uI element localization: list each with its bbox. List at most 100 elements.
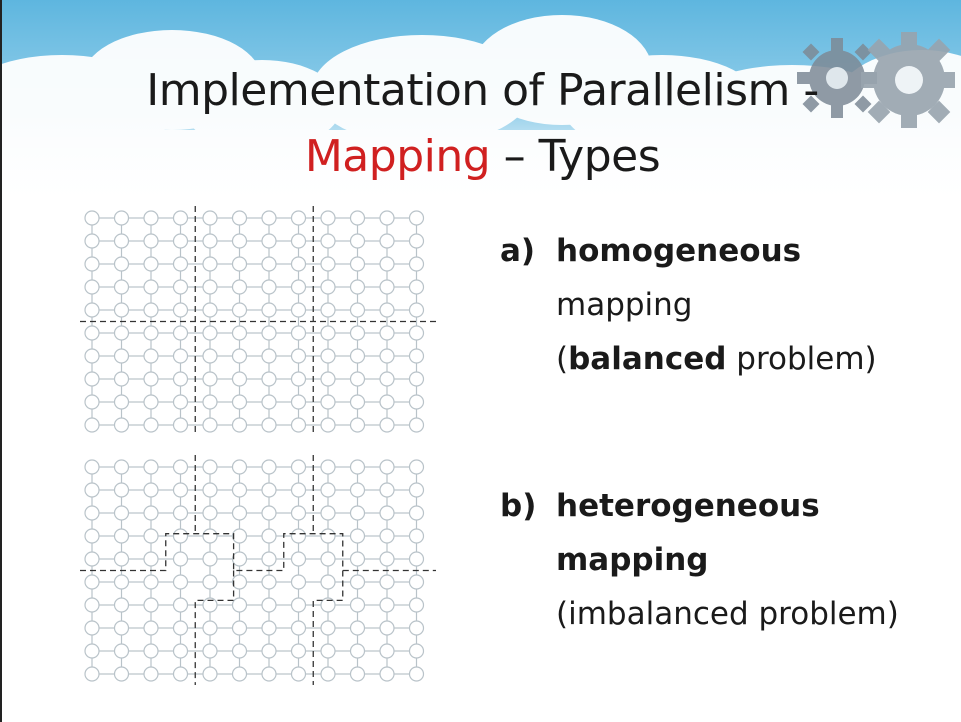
grid-node: [84, 643, 100, 659]
grid-node: [113, 371, 130, 387]
grid-node: [290, 394, 307, 410]
item-a-marker: a): [500, 233, 536, 269]
grid-node: [349, 666, 366, 682]
grid-node: [408, 302, 425, 318]
grid-node: [113, 643, 130, 659]
grid-node: [408, 256, 425, 272]
grid-node: [172, 325, 189, 341]
item-a-paren-open: (: [556, 341, 569, 377]
grid-node: [143, 394, 159, 410]
grid-node: [84, 482, 100, 498]
grid-node: [261, 256, 277, 272]
grid-node: [143, 417, 159, 433]
grid-node: [261, 279, 277, 295]
grid-node: [84, 394, 100, 410]
partition-line: [80, 533, 436, 572]
grid-node: [113, 666, 130, 682]
grid-node: [349, 643, 366, 659]
grid-node: [261, 302, 277, 318]
grid-node: [113, 325, 130, 341]
grid-node: [320, 210, 336, 226]
grid-node: [113, 348, 130, 364]
grid-node: [261, 482, 277, 498]
grid-node: [172, 279, 189, 295]
grid-node: [231, 459, 248, 475]
grid-node: [379, 417, 395, 433]
item-a-line3: (balanced problem): [500, 332, 877, 386]
item-a-bold: balanced: [568, 341, 727, 377]
grid-node: [84, 666, 100, 682]
grid-node: [231, 643, 248, 659]
grid-node: [231, 210, 248, 226]
title-line-1: Implementation of Parallelism -: [146, 65, 819, 116]
grid-node: [84, 574, 100, 590]
grid-node: [408, 348, 425, 364]
grid-node: [379, 348, 395, 364]
grid-node: [261, 528, 277, 544]
grid-node: [379, 574, 395, 590]
grid-node: [290, 348, 307, 364]
grid-node: [349, 597, 366, 613]
grid-node: [290, 643, 307, 659]
grid-node: [261, 371, 277, 387]
grid-node: [379, 620, 395, 636]
grid-node: [290, 417, 307, 433]
grid-node: [172, 233, 189, 249]
grid-node: [290, 233, 307, 249]
grid-node: [84, 505, 100, 521]
grid-node: [379, 597, 395, 613]
grid-node: [172, 620, 189, 636]
grid-node: [202, 597, 218, 613]
grid-node: [349, 528, 366, 544]
grid-node: [379, 210, 395, 226]
grid-node: [408, 666, 425, 682]
grid-node: [290, 620, 307, 636]
grid-node: [379, 528, 395, 544]
item-a: a)homogeneous mapping (balanced problem): [500, 224, 877, 386]
grid-node: [349, 256, 366, 272]
grid-node: [143, 348, 159, 364]
grid-node: [290, 666, 307, 682]
item-b-line2: mapping: [500, 533, 899, 587]
grid-node: [261, 643, 277, 659]
grid-node: [320, 371, 336, 387]
grid-node: [408, 528, 425, 544]
grid-node: [231, 371, 248, 387]
grid-node: [320, 551, 336, 567]
grid-node: [261, 597, 277, 613]
grid-node: [172, 302, 189, 318]
grid-node: [143, 302, 159, 318]
grid-node: [379, 505, 395, 521]
title-accent: Mapping: [304, 131, 491, 182]
grid-node: [113, 459, 130, 475]
grid-node: [320, 574, 336, 590]
grid-node: [320, 597, 336, 613]
grid-node: [408, 325, 425, 341]
item-b-marker: b): [500, 488, 537, 524]
grid-node: [172, 551, 189, 567]
grid-node: [202, 620, 218, 636]
grid-node: [261, 574, 277, 590]
grid-node: [84, 417, 100, 433]
grid-node: [320, 302, 336, 318]
title-line-2: Mapping – Types: [2, 124, 961, 190]
grid-node: [202, 417, 218, 433]
grid-node: [113, 394, 130, 410]
grid-node: [261, 459, 277, 475]
grid-node: [143, 666, 159, 682]
grid-node: [349, 459, 366, 475]
grid-node: [408, 459, 425, 475]
grid-node: [408, 620, 425, 636]
grid-node: [113, 528, 130, 544]
grid-node: [84, 551, 100, 567]
grid-node: [320, 505, 336, 521]
grid-node: [113, 551, 130, 567]
title-line-2-rest: – Types: [490, 131, 661, 182]
grid-node: [143, 482, 159, 498]
grid-node: [113, 505, 130, 521]
grid-node: [379, 666, 395, 682]
grid-node: [143, 371, 159, 387]
gear-icon: [797, 32, 955, 128]
grid-node: [408, 394, 425, 410]
grid-node: [349, 394, 366, 410]
